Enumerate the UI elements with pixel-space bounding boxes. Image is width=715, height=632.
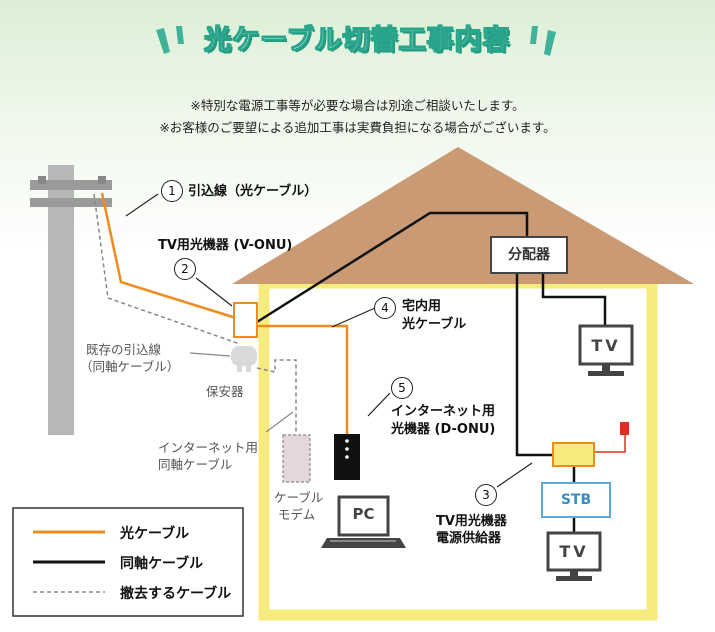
badge-3: 3: [475, 484, 497, 506]
legend-coax-label: 同軸ケーブル: [120, 556, 204, 572]
hoanki-device: [231, 346, 257, 372]
pc-label: PC: [352, 505, 375, 523]
removed-cables: [93, 193, 297, 435]
gray-pointers: [189, 352, 294, 433]
power-cord: [594, 435, 626, 453]
splitter-box: 分配器: [490, 236, 568, 274]
label-d-onu-1: インターネット用: [391, 404, 496, 419]
badge-5: 5: [391, 377, 413, 399]
label-psu-1: TV用光機器: [436, 514, 507, 529]
legend-removed-label: 撤去するケーブル: [120, 586, 232, 602]
power-supply-device: [552, 442, 595, 467]
label-existing-1: 既存の引込線: [86, 342, 162, 357]
badge-1: 1: [161, 180, 183, 202]
label-pointers: [125, 193, 533, 488]
power-plug: [620, 422, 629, 435]
house-roof-fill: [238, 150, 688, 284]
title-sparkle-right: [530, 26, 556, 56]
label-psu-2: 電源供給器: [436, 531, 502, 546]
label-modem-2: モデム: [278, 507, 316, 522]
badge-4: 4: [374, 297, 396, 319]
note-1: ※特別な電源工事等が必要な場合は別途ご相談いたします。: [190, 98, 525, 113]
pc-device: [321, 495, 406, 548]
label-takunai-2: 光ケーブル: [402, 317, 467, 332]
tv-2-label: TV: [559, 542, 589, 561]
label-hikikomi: 引込線（光ケーブル）: [188, 184, 318, 199]
coax-cables: [256, 211, 607, 532]
tv-1-label: TV: [591, 336, 621, 355]
label-existing-2: （同軸ケーブル）: [80, 359, 180, 374]
tv-1-device: [578, 324, 634, 376]
title-wrap: 光ケーブル切替工事内容: [0, 18, 715, 57]
label-v-onu: TV用光機器 (V-ONU): [158, 238, 293, 253]
label-d-onu-2: 光機器 (D-ONU): [391, 422, 496, 437]
label-hoanki: 保安器: [206, 384, 244, 399]
v-onu-device: [233, 302, 258, 338]
tv-2-device: [546, 531, 602, 581]
utility-pole: [30, 165, 112, 435]
label-modem-1: ケーブル: [274, 490, 324, 505]
page-title: 光ケーブル切替工事内容: [204, 25, 511, 57]
stb-box: STB: [541, 482, 611, 518]
cable-modem-device: [282, 434, 311, 483]
label-coax-net-1: インターネット用: [158, 440, 259, 455]
label-takunai-1: 宅内用: [402, 299, 442, 314]
fiber-cables: [100, 192, 349, 434]
d-onu-device: [334, 434, 360, 480]
note-2: ※お客様のご要望による追加工事は実費負担になる場合がございます。: [159, 120, 556, 135]
label-coax-net-2: 同軸ケーブル: [158, 457, 233, 472]
title-sparkle-left: [156, 26, 184, 54]
badge-2: 2: [174, 258, 196, 280]
legend-fiber-label: 光ケーブル: [120, 526, 190, 542]
